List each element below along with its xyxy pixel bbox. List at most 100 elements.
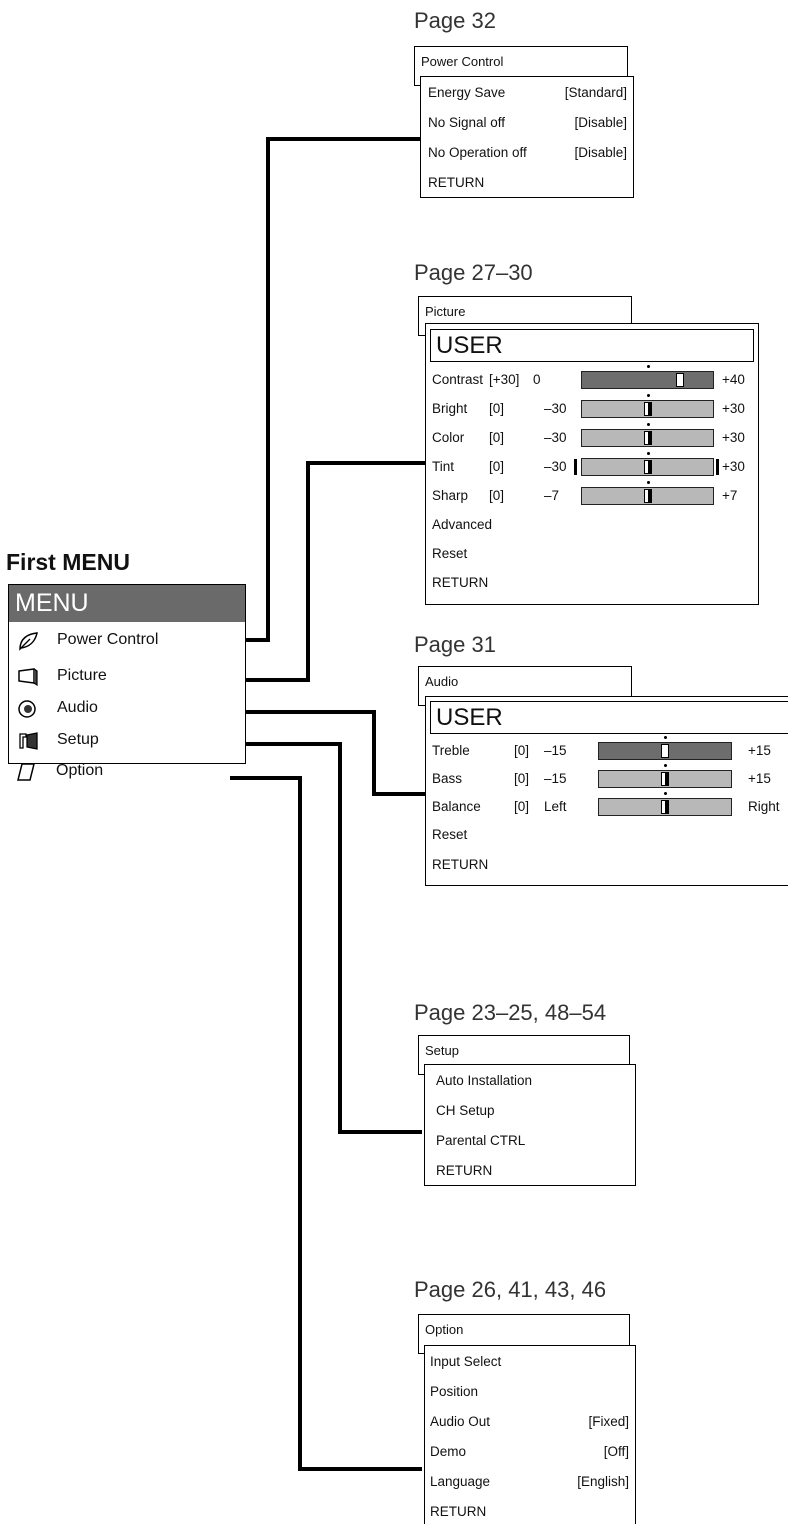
- power-row-no-operation-off[interactable]: No Operation off [Disable]: [421, 139, 633, 167]
- menu-item-power-control[interactable]: Power Control: [9, 625, 245, 657]
- picture-item-advanced[interactable]: Advanced: [426, 511, 758, 539]
- card-icon: [17, 763, 35, 781]
- row-value: [0]: [489, 401, 505, 416]
- slider-max-label: +30: [722, 430, 745, 445]
- option-row-audio-out[interactable]: Audio Out [Fixed]: [425, 1408, 635, 1436]
- row-label: Parental CTRL: [436, 1133, 526, 1148]
- slider-max-label: +15: [748, 743, 771, 758]
- power-control-panel: Energy Save [Standard] No Signal off [Di…: [420, 76, 634, 198]
- picture-item-return[interactable]: RETURN: [426, 569, 758, 597]
- picture-row-bright[interactable]: Bright[0]–30+30: [426, 394, 758, 423]
- slider-min-label: –15: [544, 771, 567, 786]
- row-value: [+30]: [489, 372, 520, 387]
- picture-row-contrast[interactable]: Contrast [+30] 0 +40: [426, 365, 758, 394]
- audio-slider-balance[interactable]: [598, 792, 732, 816]
- slider-knob[interactable]: [643, 402, 652, 416]
- monitor-icon: [18, 668, 38, 687]
- option-row-return[interactable]: RETURN: [425, 1498, 635, 1526]
- power-row-return[interactable]: RETURN: [421, 169, 633, 197]
- audio-item-reset[interactable]: Reset: [426, 821, 788, 849]
- slider-knob[interactable]: [661, 772, 669, 786]
- slider-min-label: 0: [533, 372, 541, 387]
- row-label: RETURN: [430, 1504, 487, 1519]
- row-value: [Disable]: [574, 115, 627, 130]
- row-label: Tint: [432, 459, 455, 474]
- row-value: [0]: [489, 430, 505, 445]
- picture-slider-sharp[interactable]: [581, 481, 714, 505]
- audio-slider-treble[interactable]: [598, 736, 732, 760]
- row-label: Sharp: [432, 488, 469, 503]
- row-label: Audio Out: [430, 1414, 491, 1429]
- setup-item-ch-setup[interactable]: CH Setup: [425, 1097, 635, 1125]
- option-row-position[interactable]: Position: [425, 1378, 635, 1406]
- slider-max-label: +40: [722, 372, 745, 387]
- picture-slider-color[interactable]: [581, 423, 714, 447]
- option-row-demo[interactable]: Demo [Off]: [425, 1438, 635, 1466]
- audio-row-treble[interactable]: Treble[0]–15+15: [426, 736, 788, 765]
- audio-row-bass[interactable]: Bass[0]–15+15: [426, 764, 788, 793]
- connector-power-control: [230, 137, 420, 642]
- row-label: Reset: [432, 827, 468, 842]
- row-label: Treble: [432, 743, 470, 758]
- slider-min-label: –30: [544, 459, 567, 474]
- first-menu-title: First MENU: [6, 549, 130, 575]
- slider-knob[interactable]: [661, 800, 669, 814]
- audio-slider-bass[interactable]: [598, 764, 732, 788]
- power-row-energy-save[interactable]: Energy Save [Standard]: [421, 79, 633, 107]
- connector-audio: [230, 710, 425, 796]
- slider-min-label: –30: [544, 401, 567, 416]
- picture-slider-contrast[interactable]: [581, 365, 714, 389]
- picture-row-tint[interactable]: Tint [0] –30 +30: [426, 452, 758, 481]
- leaf-icon: [19, 632, 38, 651]
- picture-slider-tint[interactable]: [581, 452, 714, 476]
- row-label: RETURN: [436, 1163, 493, 1178]
- slider-knob[interactable]: [676, 373, 685, 387]
- audio-item-return[interactable]: RETURN: [426, 851, 788, 879]
- slider-center-mark: [646, 481, 650, 484]
- slider-knob[interactable]: [643, 431, 652, 445]
- picture-row-color[interactable]: Color[0]–30+30: [426, 423, 758, 452]
- row-label: CH Setup: [436, 1103, 495, 1118]
- setup-item-parental-ctrl[interactable]: Parental CTRL: [425, 1127, 635, 1155]
- picture-row-sharp[interactable]: Sharp[0]–7+7: [426, 481, 758, 510]
- slider-max-label: +30: [722, 401, 745, 416]
- power-row-no-signal-off[interactable]: No Signal off [Disable]: [421, 109, 633, 137]
- option-row-language[interactable]: Language [English]: [425, 1468, 635, 1496]
- slider-center-mark: [646, 423, 650, 426]
- row-label: Auto Installation: [436, 1073, 533, 1088]
- menu-item-audio[interactable]: Audio: [9, 693, 245, 725]
- menu-item-picture[interactable]: Picture: [9, 661, 245, 693]
- row-label: Input Select: [430, 1354, 502, 1369]
- slider-max-label: +30: [722, 459, 745, 474]
- row-label: Bass: [432, 771, 463, 786]
- page-label-audio: Page 31: [414, 632, 496, 657]
- row-value: [0]: [489, 488, 505, 503]
- row-value: [Off]: [603, 1444, 629, 1459]
- slider-min-label: –15: [544, 743, 567, 758]
- slider-knob[interactable]: [661, 744, 669, 758]
- menu-item-option[interactable]: Option: [8, 756, 246, 788]
- row-label: Color: [432, 430, 465, 445]
- tint-right-tick: [716, 459, 719, 475]
- menu-item-setup[interactable]: Setup: [9, 725, 245, 757]
- option-row-input-select[interactable]: Input Select: [425, 1348, 635, 1376]
- row-label: Contrast: [432, 372, 484, 387]
- row-value: [0]: [514, 771, 530, 786]
- setup-item-auto-installation[interactable]: Auto Installation: [425, 1067, 635, 1095]
- slider-knob[interactable]: [643, 489, 652, 503]
- menu-header: MENU: [9, 585, 245, 622]
- menu-item-label: Setup: [57, 731, 99, 748]
- row-label: RETURN: [428, 175, 485, 190]
- picture-slider-bright[interactable]: [581, 394, 714, 418]
- connector-picture: [230, 461, 425, 682]
- picture-item-reset[interactable]: Reset: [426, 540, 758, 568]
- picture-mode-user: USER: [430, 329, 754, 362]
- menu-item-label: Power Control: [57, 631, 159, 648]
- slider-center-mark: [646, 365, 650, 368]
- setup-item-return[interactable]: RETURN: [425, 1157, 635, 1185]
- row-label: RETURN: [432, 575, 489, 590]
- slider-knob[interactable]: [643, 460, 652, 474]
- row-value: [0]: [489, 459, 505, 474]
